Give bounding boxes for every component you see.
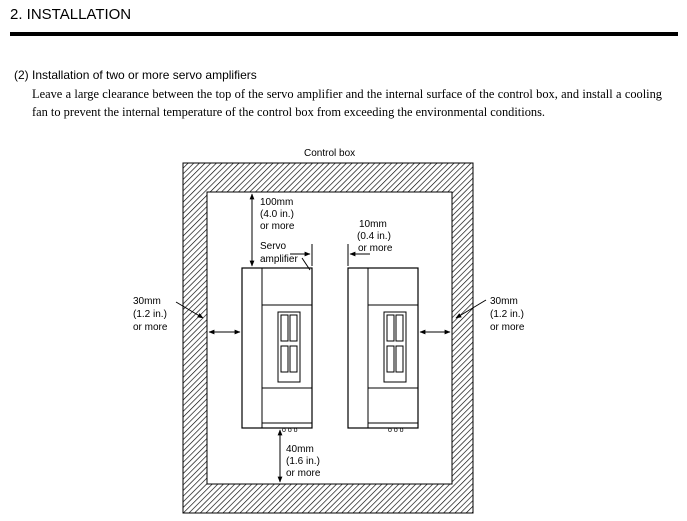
header-rule	[10, 32, 678, 36]
page-header: 2. INSTALLATION	[10, 6, 132, 23]
svg-text:o o o: o o o	[388, 427, 404, 434]
top-clearance-line2: (4.0 in.)	[260, 209, 294, 220]
servo-amplifier-right: o o o	[347, 267, 419, 434]
between-clearance-line2: (0.4 in.)	[357, 231, 391, 242]
bottom-clearance-line3: or more	[286, 468, 321, 479]
left-clearance-line2: (1.2 in.)	[133, 309, 167, 320]
section-paragraph: Leave a large clearance between the top …	[32, 87, 662, 119]
bottom-clearance-line1: 40mm	[286, 444, 314, 455]
amp-label-line1: Servo	[260, 241, 287, 252]
control-box-label: Control box	[304, 148, 355, 159]
left-clearance-line3: or more	[133, 322, 168, 333]
right-clearance-line3: or more	[490, 322, 525, 333]
servo-amplifier-left: o o o	[241, 267, 313, 434]
right-clearance-line2: (1.2 in.)	[490, 309, 524, 320]
right-clearance-line1: 30mm	[490, 296, 518, 307]
left-clearance-line1: 30mm	[133, 296, 161, 307]
svg-text:o o o: o o o	[282, 427, 298, 434]
amp-label-line2: amplifier	[260, 254, 298, 265]
bottom-clearance-line2: (1.6 in.)	[286, 456, 320, 467]
top-clearance-line1: 100mm	[260, 197, 293, 208]
section-subtitle: (2) Installation of two or more servo am…	[14, 68, 257, 82]
top-clearance-line3: or more	[260, 221, 295, 232]
between-clearance-line1: 10mm	[359, 219, 387, 230]
between-clearance-line3: or more	[358, 243, 393, 254]
